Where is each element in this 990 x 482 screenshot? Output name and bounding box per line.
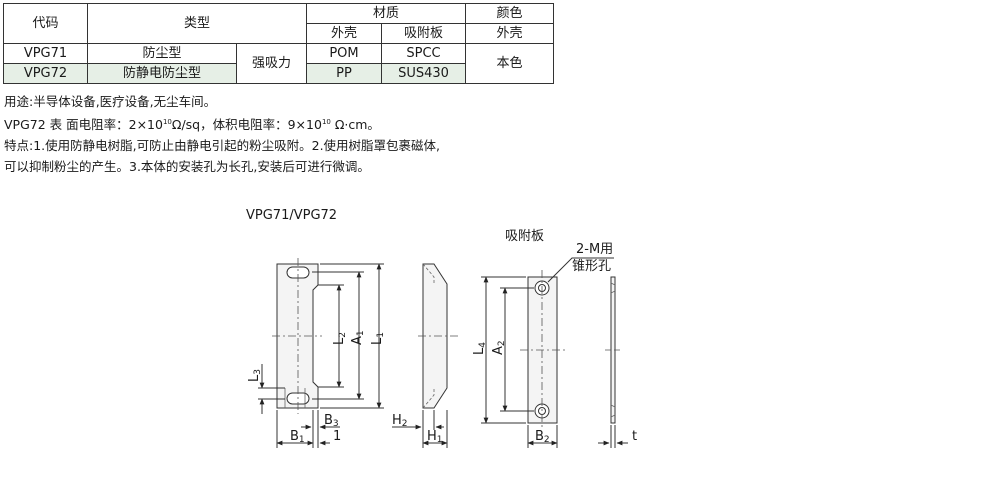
dim-H1: H1	[427, 429, 443, 445]
dim-L4: L4	[472, 342, 488, 355]
note-features-1: 特点:1.使用防静电树脂,可防止由静电引起的粉尘吸附。2.使用树脂罩包裹磁体,	[4, 138, 441, 154]
note-resistance-suffix: Ω·cm。	[330, 117, 380, 133]
dim-L1: L1	[370, 332, 386, 345]
dim-B2: B2	[535, 429, 550, 445]
dim-H2: H2	[392, 413, 408, 429]
dim-A1: A1	[350, 330, 366, 345]
note-resistance-exp1: 10	[162, 118, 172, 126]
table-row: VPG72 防静电防尘型 PP SUS430	[3, 63, 554, 84]
row-type: 防静电防尘型	[87, 63, 237, 84]
front-view-labels: L2 A1 L1 L3 B1 B3 1	[247, 330, 386, 445]
dim-one: 1	[333, 429, 341, 444]
plate-side-view	[598, 276, 628, 448]
note-resistance: VPG72 表 面电阻率：2×1010Ω/sq，体积电阻率：9×1010 Ω·c…	[4, 112, 440, 135]
spec-table: 代码 类型 材质 颜色 外壳 吸附板 外壳 VPG71 防尘型 强吸力 POM …	[3, 3, 554, 84]
plate-view-labels: L4 A2 B2	[472, 340, 550, 445]
dim-t: t	[632, 429, 637, 444]
plate-view	[481, 257, 614, 448]
dim-B3: B3	[324, 413, 339, 429]
dim-L2: L2	[332, 332, 348, 345]
row-plate: SUS430	[381, 63, 466, 84]
note-usage: 用途:半导体设备,医疗设备,无尘车间。	[4, 94, 217, 109]
row-shell: POM	[306, 43, 382, 64]
front-view	[258, 258, 384, 448]
hole-label-1: 2-M用	[576, 242, 613, 257]
header-code: 代码	[3, 3, 88, 44]
header-type: 类型	[87, 3, 307, 44]
side-view	[392, 263, 458, 448]
note-features-2: 可以抑制粉尘的产生。3.本体的安装孔为长孔,安装后可进行微调。	[4, 159, 370, 175]
note-resistance-mid: Ω/sq，体积电阻率：9×10	[171, 117, 322, 133]
row-code: VPG72	[3, 63, 88, 84]
row-color: 本色	[465, 43, 554, 84]
dim-A2: A2	[491, 340, 507, 355]
row-code: VPG71	[3, 43, 88, 64]
dim-L3: L3	[247, 369, 263, 382]
plate-label: 吸附板	[505, 229, 544, 244]
row-shell: PP	[306, 63, 382, 84]
notes: 用途:半导体设备,医疗设备,无尘车间。 VPG72 表 面电阻率：2×1010Ω…	[4, 91, 440, 177]
drawing-title: VPG71/VPG72	[246, 208, 337, 223]
note-resistance-exp2: 10	[321, 118, 331, 126]
side-view-labels: H2 H1	[392, 413, 443, 445]
hole-label-2: 锥形孔	[572, 259, 611, 274]
note-resistance-prefix: VPG72 表 面电阻率：2×10	[4, 117, 163, 133]
dim-B1: B1	[290, 429, 305, 445]
row-force: 强吸力	[236, 43, 307, 84]
